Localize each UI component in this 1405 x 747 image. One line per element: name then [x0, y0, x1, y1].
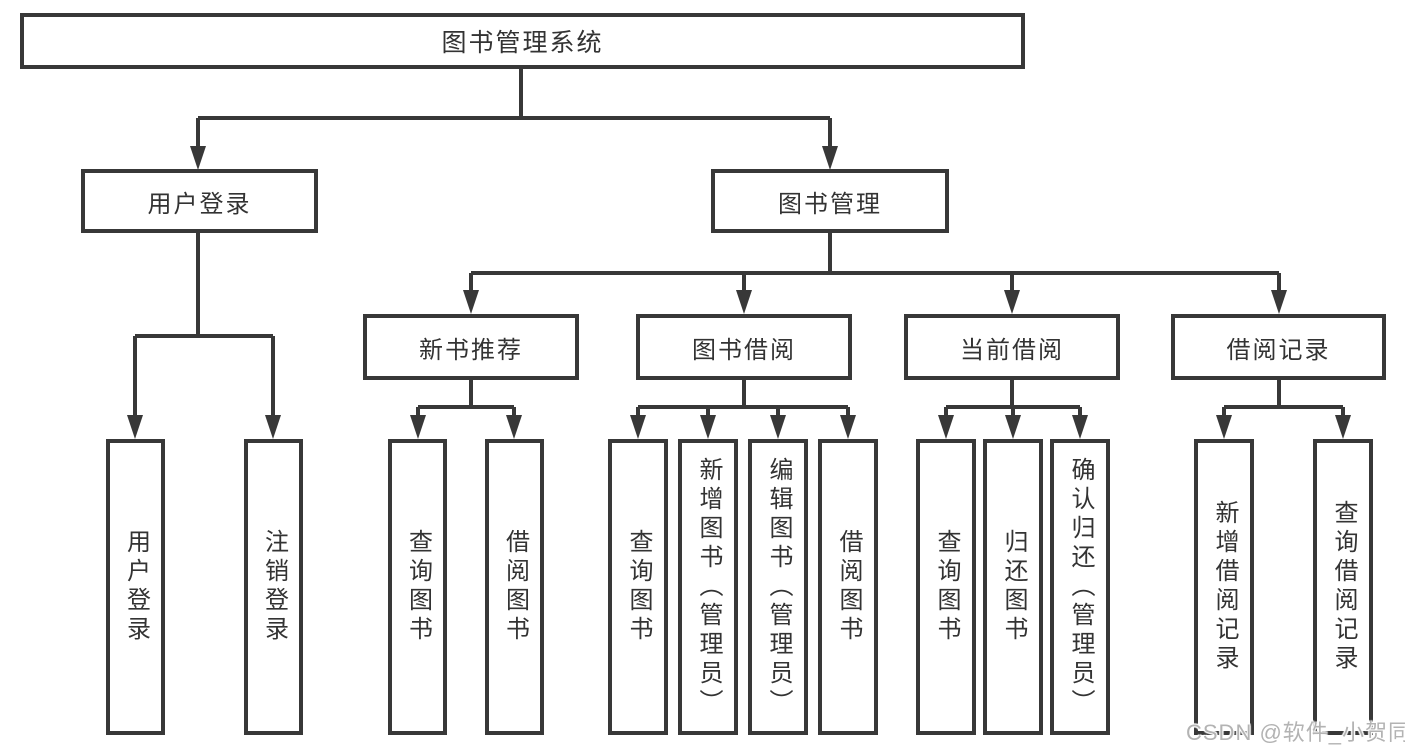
arrowhead-icon: [190, 146, 206, 170]
connector-new-book-rec-children: [410, 380, 522, 439]
leaf-borrowing-add-books-admin: 新增图书（管理员）: [678, 439, 738, 735]
connector-current-borrowing-children: [938, 380, 1088, 439]
leaf-newbook-query-books: 查询图书: [388, 439, 447, 735]
arrowhead-icon: [938, 415, 954, 439]
connector-borrowing-records-children: [1216, 380, 1351, 439]
arrowhead-icon: [1005, 415, 1021, 439]
connector-root-to-level2: [190, 69, 838, 170]
arrowhead-icon: [736, 290, 752, 314]
node-new-book-recommendation: 新书推荐: [363, 314, 579, 380]
arrowhead-icon: [1216, 415, 1232, 439]
leaf-records-add-borrow-record: 新增借阅记录: [1194, 439, 1254, 735]
arrowhead-icon: [700, 415, 716, 439]
connector-book-management-children: [463, 233, 1287, 314]
leaf-logout-login: 注销登录: [244, 439, 303, 735]
node-book-borrowing: 图书借阅: [636, 314, 852, 380]
leaf-borrowing-edit-books-admin: 编辑图书（管理员）: [748, 439, 808, 735]
arrowhead-icon: [822, 146, 838, 170]
node-current-borrowing: 当前借阅: [904, 314, 1120, 380]
leaf-borrowing-borrow-books: 借阅图书: [818, 439, 878, 735]
arrowhead-icon: [410, 415, 426, 439]
leaf-newbook-borrow-books: 借阅图书: [485, 439, 544, 735]
leaf-current-confirm-return-admin: 确认归还（管理员）: [1050, 439, 1110, 735]
leaf-current-return-books: 归还图书: [983, 439, 1043, 735]
arrowhead-icon: [506, 415, 522, 439]
arrowhead-icon: [1072, 415, 1088, 439]
leaf-current-query-books: 查询图书: [916, 439, 976, 735]
leaf-user-login: 用户登录: [106, 439, 165, 735]
leaf-records-query-borrow-record: 查询借阅记录: [1313, 439, 1373, 735]
connector-book-borrowing-children: [630, 380, 856, 439]
node-library-management-system: 图书管理系统: [20, 13, 1025, 69]
csdn-watermark: CSDN @软件_小贺同学: [1186, 720, 1405, 745]
node-borrowing-records: 借阅记录: [1171, 314, 1386, 380]
arrowhead-icon: [1271, 290, 1287, 314]
arrowhead-icon: [265, 415, 281, 439]
node-book-management: 图书管理: [711, 169, 949, 233]
arrowhead-icon: [840, 415, 856, 439]
arrowhead-icon: [127, 415, 143, 439]
connector-user-login-children: [127, 233, 281, 439]
arrowhead-icon: [630, 415, 646, 439]
arrowhead-icon: [770, 415, 786, 439]
arrowhead-icon: [1004, 290, 1020, 314]
leaf-borrowing-query-books: 查询图书: [608, 439, 668, 735]
arrowhead-icon: [463, 290, 479, 314]
node-user-login: 用户登录: [81, 169, 318, 233]
arrowhead-icon: [1335, 415, 1351, 439]
